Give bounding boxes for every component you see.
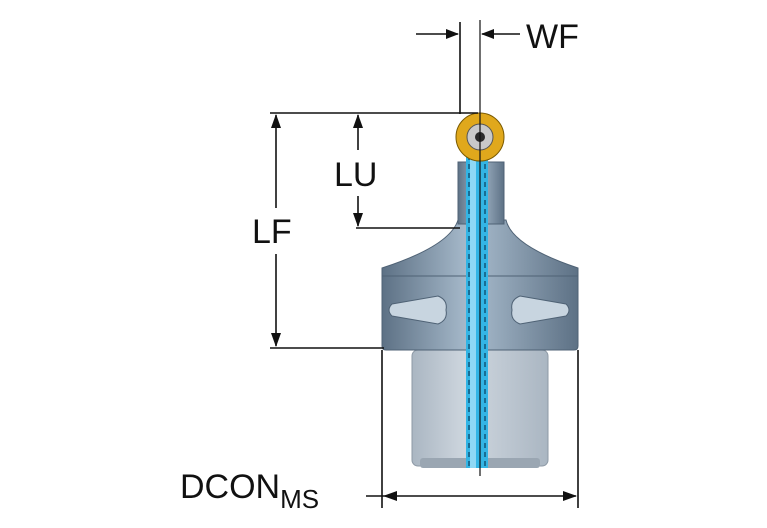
dcon-main-label: DCON — [180, 468, 280, 506]
coolant-channel — [466, 146, 488, 468]
dcon-sub-label: MS — [280, 484, 319, 514]
lf-label: LF — [252, 213, 292, 251]
lu-label: LU — [334, 156, 377, 194]
dconms-label: DCONMS — [180, 468, 319, 514]
lf-dimension: LF — [252, 114, 292, 347]
wf-dimension: WF — [416, 18, 579, 114]
dconms-dimension: DCONMS — [180, 350, 579, 514]
right-slot — [511, 295, 570, 325]
left-slot — [388, 295, 447, 325]
wf-label: WF — [526, 18, 579, 56]
lu-dimension: LU — [334, 114, 377, 227]
